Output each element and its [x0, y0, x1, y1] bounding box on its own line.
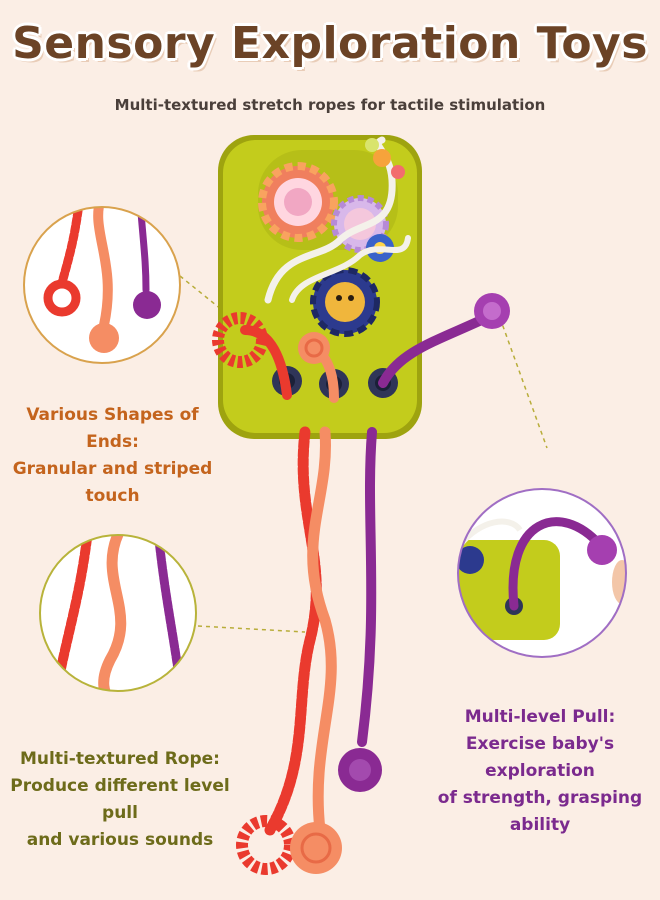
feature-caption-pull: Multi-level Pull: Exercise baby's explor…	[420, 704, 660, 839]
ring-end-icon	[212, 312, 268, 368]
navy-gear-spinner-icon	[310, 267, 380, 337]
bottom-swirl-end-icon	[290, 822, 342, 874]
swirl-disc-end-icon	[298, 332, 330, 364]
caption-line: Multi-textured Rope:	[20, 749, 220, 769]
caption-line: Various Shapes of Ends:	[26, 405, 199, 452]
caption-line: Exercise baby's exploration	[465, 734, 615, 781]
feature-caption-rope: Multi-textured Rope: Produce different l…	[0, 746, 240, 854]
zoom-rope	[39, 534, 197, 692]
activity-board	[218, 135, 422, 439]
flower-end-icon	[474, 293, 510, 329]
main-ropes	[240, 311, 495, 836]
caption-line: and various sounds	[26, 830, 214, 850]
caption-line: Granular and striped	[12, 459, 213, 479]
feature-caption-ends: Various Shapes of Ends: Granular and str…	[0, 402, 225, 510]
bottom-flower-end-icon	[338, 748, 382, 792]
page-title: Sensory Exploration Toys	[12, 18, 648, 69]
page-subtitle: Multi-textured stretch ropes for tactile…	[114, 96, 546, 114]
zoom-pull	[457, 488, 627, 658]
gear-spinner-icon	[258, 162, 338, 242]
caption-line: touch	[85, 486, 140, 506]
caption-line: Produce different level pull	[10, 776, 230, 823]
caption-line: ability	[509, 815, 571, 835]
caption-line: Multi-level Pull:	[464, 707, 616, 727]
bottom-ring-end-icon	[236, 815, 296, 875]
callout-connectors	[179, 275, 548, 633]
zoom-ends	[23, 206, 181, 364]
caption-line: of strength, grasping	[437, 788, 643, 808]
